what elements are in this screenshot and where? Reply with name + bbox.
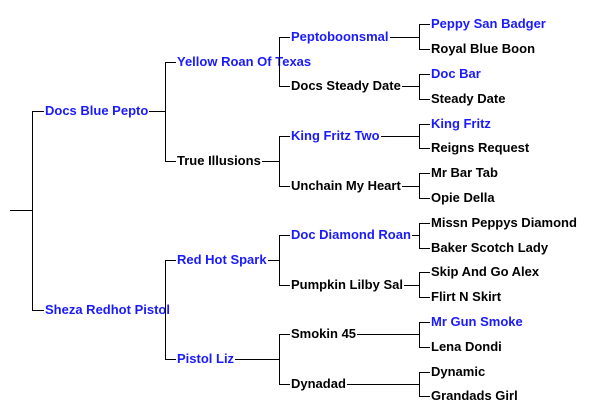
connector-vertical <box>419 24 420 51</box>
connector-vertical <box>419 123 420 150</box>
connector-horizontal <box>412 235 419 237</box>
connector-vertical <box>279 36 280 88</box>
horse-dynadad: Dynadad <box>290 376 347 391</box>
horse-mr-gun-smoke[interactable]: Mr Gun Smoke <box>430 314 524 329</box>
horse-peppy-san-badger[interactable]: Peppy San Badger <box>430 16 547 32</box>
connector-horizontal <box>419 123 430 125</box>
horse-royal-blue-boon: Royal Blue Boon <box>430 41 537 57</box>
connector-horizontal <box>419 24 430 26</box>
horse-peptoboonsmal[interactable]: Peptoboonsmal <box>290 28 390 44</box>
connector-horizontal <box>279 185 290 187</box>
connector-horizontal <box>347 384 419 385</box>
connector-horizontal <box>419 272 430 274</box>
horse-grandads-girl: Grandads Girl <box>430 388 519 403</box>
connector-horizontal <box>419 247 430 249</box>
horse-steady-date: Steady Date <box>430 90 507 106</box>
connector-horizontal <box>381 136 419 137</box>
horse-red-hot-spark[interactable]: Red Hot Spark <box>176 252 268 267</box>
connector-horizontal <box>165 61 176 63</box>
horse-doc-diamond-roan[interactable]: Doc Diamond Roan <box>290 227 412 243</box>
horse-flirt-n-skirt: Flirt N Skirt <box>430 289 503 305</box>
connector-horizontal <box>402 185 419 187</box>
horse-doc-bar[interactable]: Doc Bar <box>430 66 482 81</box>
connector-horizontal <box>419 173 430 175</box>
connector-horizontal <box>10 210 32 212</box>
horse-mr-bar-tab: Mr Bar Tab <box>430 165 499 181</box>
horse-missn-peppys-diamond: Missn Peppys Diamond <box>430 214 578 230</box>
connector-horizontal <box>32 309 44 311</box>
connector-horizontal <box>419 148 430 150</box>
horse-reigns-request: Reigns Request <box>430 140 531 156</box>
connector-vertical <box>419 272 420 299</box>
connector-horizontal <box>419 74 430 75</box>
horse-lena-dondi: Lena Dondi <box>430 338 503 354</box>
connector-vertical <box>279 235 280 286</box>
connector-horizontal <box>279 284 290 286</box>
connector-horizontal <box>404 284 419 286</box>
connector-horizontal <box>419 371 430 373</box>
connector-horizontal <box>279 384 290 385</box>
connector-vertical <box>279 334 280 385</box>
connector-vertical <box>419 173 420 199</box>
horse-king-fritz[interactable]: King Fritz <box>430 115 492 131</box>
horse-smokin-45: Smokin 45 <box>290 326 358 342</box>
horse-king-fritz-two[interactable]: King Fritz Two <box>290 128 381 143</box>
connector-horizontal <box>419 297 430 299</box>
horse-true-illusions: True Illusions <box>176 152 262 168</box>
connector-horizontal <box>268 260 279 261</box>
horse-opie-della: Opie Della <box>430 190 496 205</box>
connector-horizontal <box>279 136 290 137</box>
connector-horizontal <box>390 36 419 38</box>
connector-horizontal <box>419 222 430 224</box>
connector-horizontal <box>419 98 430 100</box>
connector-vertical <box>419 74 420 100</box>
horse-baker-scotch-lady: Baker Scotch Lady <box>430 239 550 255</box>
connector-vertical <box>419 371 420 398</box>
connector-horizontal <box>165 160 176 162</box>
connector-vertical <box>279 136 280 187</box>
connector-horizontal <box>235 359 279 361</box>
horse-docs-steady-date: Docs Steady Date <box>290 78 402 94</box>
connector-vertical <box>32 111 33 311</box>
connector-vertical <box>165 260 166 361</box>
connector-horizontal <box>279 86 290 88</box>
horse-yellow-roan-of-texas[interactable]: Yellow Roan Of Texas <box>176 53 313 69</box>
connector-horizontal <box>279 334 290 336</box>
horse-unchain-my-heart: Unchain My Heart <box>290 177 402 193</box>
connector-horizontal <box>419 396 430 398</box>
connector-horizontal <box>419 198 430 199</box>
connector-horizontal <box>149 111 165 113</box>
connector-horizontal <box>165 359 176 361</box>
connector-horizontal <box>279 36 290 38</box>
horse-pumpkin-lilby-sal: Pumpkin Lilby Sal <box>290 276 404 292</box>
connector-horizontal <box>419 322 430 323</box>
connector-vertical <box>165 61 166 162</box>
connector-horizontal <box>165 260 176 261</box>
horse-docs-blue-pepto[interactable]: Docs Blue Pepto <box>44 103 150 119</box>
connector-horizontal <box>419 346 430 348</box>
connector-vertical <box>419 322 420 348</box>
connector-horizontal <box>32 111 44 113</box>
connector-vertical <box>419 222 420 249</box>
horse-dynamic: Dynamic <box>430 363 487 379</box>
connector-horizontal <box>402 86 419 88</box>
connector-horizontal <box>279 235 290 237</box>
horse-pistol-liz[interactable]: Pistol Liz <box>176 351 236 367</box>
horse-skip-and-go-alex: Skip And Go Alex <box>430 264 541 280</box>
connector-horizontal <box>419 49 430 51</box>
connector-horizontal <box>262 160 279 162</box>
connector-horizontal <box>357 334 419 336</box>
horse-sheza-redhot-pistol[interactable]: Sheza Redhot Pistol <box>44 301 171 317</box>
